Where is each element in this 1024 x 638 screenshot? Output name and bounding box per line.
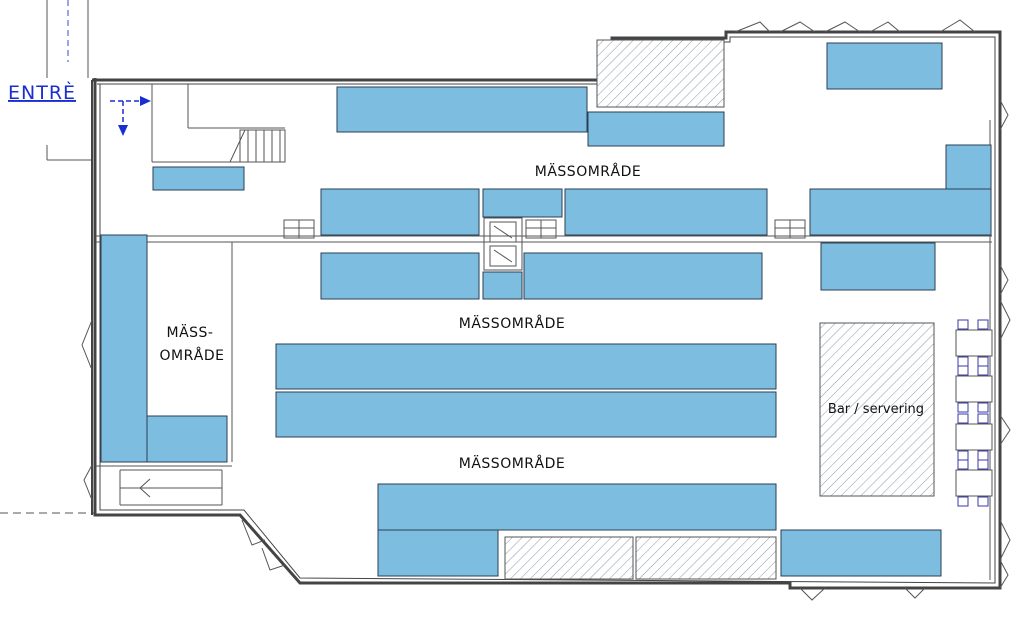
table [955,329,993,357]
booth [377,483,777,531]
door-swing-icon [999,519,1011,561]
booth [336,86,588,133]
door-swing-icon [824,21,861,33]
chair-icon [977,459,989,470]
booth [320,188,480,236]
bar-label: Bar / servering [828,402,924,417]
chair-icon [957,413,969,424]
booths-top [152,42,992,236]
zone-label-middle: MÄSSOMRÅDE [459,314,565,332]
door-swing-icon [799,587,826,601]
booth [482,188,563,218]
booth [146,415,228,463]
door-swing-icon [999,99,1009,131]
entry-label[interactable]: ENTRÈ [8,81,76,104]
door-swing-icon [734,21,771,33]
chair-icon [957,459,969,470]
door-swing-icon [81,319,93,371]
chair-icon [957,450,969,461]
zone-label-left-line1: MÄSS- [167,323,214,341]
booth [820,242,936,291]
booth [564,188,768,236]
booth [152,166,245,191]
chair-icon [977,356,989,367]
bar-area [819,322,935,497]
hatched-area [635,536,777,580]
chair-icon [977,413,989,424]
booth [523,252,763,300]
door-swing-icon [904,587,926,599]
door-swing-icon [869,21,901,33]
seating [955,319,993,507]
door-swing-icon [999,559,1009,589]
entry-arrow-down-icon [118,125,128,136]
door-swing-icon [83,464,93,501]
booth [377,529,499,577]
entry-arrow-right-icon [140,96,151,106]
booth [826,42,943,90]
booths-bottom [377,483,942,577]
booth [275,343,777,390]
booth [482,271,523,300]
zone-label-left-line2: OMRÅDE [159,347,224,364]
chair-icon [977,496,989,507]
booth [945,144,992,191]
chair-icon [957,319,969,330]
chair-icon [957,356,969,367]
door-swing-icons [81,19,1011,601]
door-swing-icon [261,547,286,571]
chair-icon [957,496,969,507]
booth [275,391,777,438]
booth [809,188,992,236]
table [955,375,993,403]
chair-icon [977,450,989,461]
table [955,423,993,451]
stair-icon [229,129,286,163]
door-swing-icon [999,299,1011,341]
door-swing-icon [999,414,1011,446]
zone-label-bottom: MÄSSOMRÅDE [459,454,565,472]
chair-icon [977,402,989,413]
booth [587,111,725,147]
zone-label-top: MÄSSOMRÅDE [535,162,641,180]
step-markers [283,217,806,271]
door-swing-icon [779,21,816,33]
hatched-area [596,39,725,108]
booths-middle [275,242,936,438]
chair-icon [957,365,969,376]
chair-icon [977,365,989,376]
table [955,469,993,497]
hatched-area [504,536,634,580]
booth [780,529,942,577]
booth [320,252,480,300]
door-swing-icon [999,264,1009,296]
door-swing-icon [939,19,976,33]
entry-arrows [110,96,151,136]
street-lines [0,0,95,514]
chair-icon [957,402,969,413]
chair-icon [977,319,989,330]
interior-walls [96,84,992,580]
booth [100,234,148,463]
door-swing-icon [241,519,266,546]
booths-left [100,234,228,463]
